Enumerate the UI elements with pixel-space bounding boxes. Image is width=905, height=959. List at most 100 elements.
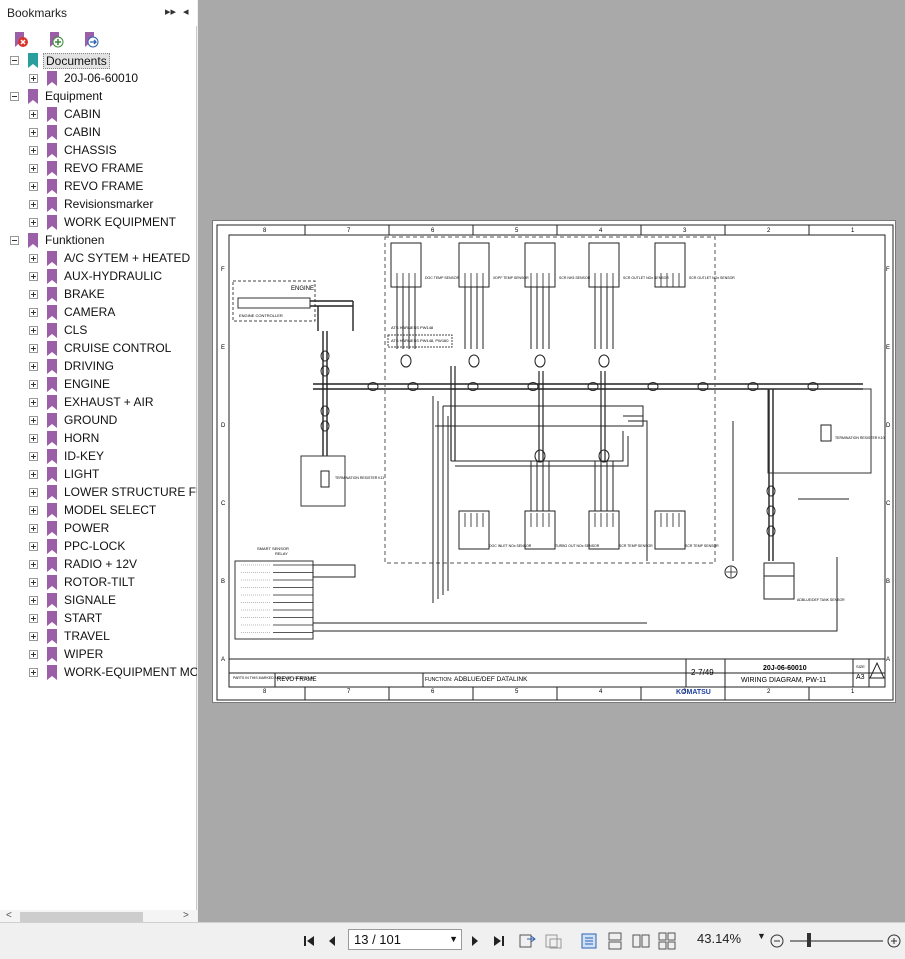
bookmark-item[interactable]: DRIVING [0,358,197,376]
expand-icon[interactable] [29,308,38,317]
bookmark-item[interactable]: PPC-LOCK [0,538,197,556]
bookmark-item[interactable]: Documents [0,52,197,70]
next-view-icon[interactable] [543,931,563,951]
zoom-value[interactable]: 43.14% [697,931,742,946]
collapse-panel-icon[interactable]: ◂ [183,6,189,18]
bookmark-label: GROUND [64,413,118,427]
expand-icon[interactable] [29,326,38,335]
expand-icon[interactable] [29,164,38,173]
expand-icon[interactable] [29,578,38,587]
go-to-bookmark-icon[interactable] [82,31,100,49]
expand-icon[interactable] [29,290,38,299]
bookmark-item[interactable]: TRAVEL [0,628,197,646]
expand-icon[interactable] [29,200,38,209]
bookmark-item[interactable]: WORK-EQUIPMENT MO [0,664,197,682]
expand-icon[interactable] [29,668,38,677]
bookmark-item[interactable]: Equipment [0,88,197,106]
expand-icon[interactable] [29,596,38,605]
expand-icon[interactable] [29,524,38,533]
bookmark-item[interactable]: CHASSIS [0,142,197,160]
bookmark-item[interactable]: Funktionen [0,232,197,250]
collapse-icon[interactable] [10,236,19,245]
expand-icon[interactable] [29,470,38,479]
expand-icon[interactable] [29,452,38,461]
bookmark-item[interactable]: 20J-06-60010 [0,70,197,88]
expand-icon[interactable] [29,434,38,443]
expand-icon[interactable] [29,560,38,569]
bookmark-item[interactable]: CRUISE CONTROL [0,340,197,358]
continuous-view-icon[interactable] [606,931,624,951]
expand-icon[interactable] [29,488,38,497]
bookmark-item[interactable]: BRAKE [0,286,197,304]
zoom-dropdown-icon[interactable]: ▼ [757,931,766,941]
bookmark-item[interactable]: LIGHT [0,466,197,484]
expand-icon[interactable] [29,398,38,407]
bookmark-item[interactable]: A/C SYTEM + HEATED [0,250,197,268]
bookmark-item[interactable]: Revisionsmarker [0,196,197,214]
scroll-left-icon[interactable]: < [6,910,12,921]
bookmark-item[interactable]: WIPER [0,646,197,664]
bookmark-item[interactable]: WORK EQUIPMENT [0,214,197,232]
expand-icon[interactable] [29,542,38,551]
bookmark-item[interactable]: REVO FRAME [0,178,197,196]
expand-icon[interactable] [29,650,38,659]
expand-icon[interactable] [29,344,38,353]
expand-icon[interactable] [29,632,38,641]
bookmark-icon [47,215,57,230]
bookmark-item[interactable]: CAMERA [0,304,197,322]
expand-icon[interactable] [29,110,38,119]
bookmark-item[interactable]: LOWER STRUCTURE FU [0,484,197,502]
bookmark-item[interactable]: HORN [0,430,197,448]
page-dropdown-icon[interactable]: ▼ [449,934,458,944]
expand-icon[interactable] [29,218,38,227]
expand-icon[interactable] [29,272,38,281]
scrollbar-thumb[interactable] [20,912,143,922]
collapse-icon[interactable] [10,92,19,101]
bookmark-item[interactable]: ID-KEY [0,448,197,466]
expand-icon[interactable] [29,128,38,137]
expand-icon[interactable] [29,362,38,371]
bookmark-item[interactable]: REVO FRAME [0,160,197,178]
bookmark-item[interactable]: CABIN [0,124,197,142]
bookmark-item[interactable]: ROTOR-TILT [0,574,197,592]
bookmark-item[interactable]: RADIO + 12V [0,556,197,574]
last-page-icon[interactable] [492,931,506,951]
bookmark-item[interactable]: MODEL SELECT [0,502,197,520]
bookmark-item[interactable]: POWER [0,520,197,538]
delete-bookmark-icon[interactable] [12,31,30,49]
expand-icon[interactable] [29,416,38,425]
expand-icon[interactable] [29,614,38,623]
expand-panel-icon[interactable]: ▸▸ [165,6,177,18]
expand-icon[interactable] [29,506,38,515]
expand-icon[interactable] [29,74,38,83]
collapse-icon[interactable] [10,56,19,65]
expand-icon[interactable] [29,254,38,263]
bookmark-item[interactable]: CLS [0,322,197,340]
zoom-out-icon[interactable] [769,931,785,951]
bookmark-item[interactable]: EXHAUST + AIR [0,394,197,412]
first-page-icon[interactable] [302,931,316,951]
zoom-slider-thumb[interactable] [807,933,811,947]
zoom-slider[interactable] [790,940,883,942]
bookmark-item[interactable]: CABIN [0,106,197,124]
bookmark-item[interactable]: GROUND [0,412,197,430]
previous-page-icon[interactable] [326,931,338,951]
previous-view-icon[interactable] [517,931,537,951]
single-page-view-icon[interactable] [580,931,598,951]
bookmark-item[interactable]: SIGNALE [0,592,197,610]
bookmark-item[interactable]: START [0,610,197,628]
expand-icon[interactable] [29,380,38,389]
horizontal-scrollbar[interactable]: < > [0,910,197,924]
page-number-input[interactable]: 13 / 101 ▼ [348,929,462,950]
expand-icon[interactable] [29,182,38,191]
next-page-icon[interactable] [469,931,481,951]
add-bookmark-icon[interactable] [47,31,65,49]
bookmark-item[interactable]: AUX-HYDRAULIC [0,268,197,286]
facing-view-icon[interactable] [632,931,650,951]
zoom-in-icon[interactable] [886,931,902,951]
bookmark-item[interactable]: ENGINE [0,376,197,394]
scroll-right-icon[interactable]: > [183,910,189,921]
expand-icon[interactable] [29,146,38,155]
continuous-facing-view-icon[interactable] [658,931,676,951]
